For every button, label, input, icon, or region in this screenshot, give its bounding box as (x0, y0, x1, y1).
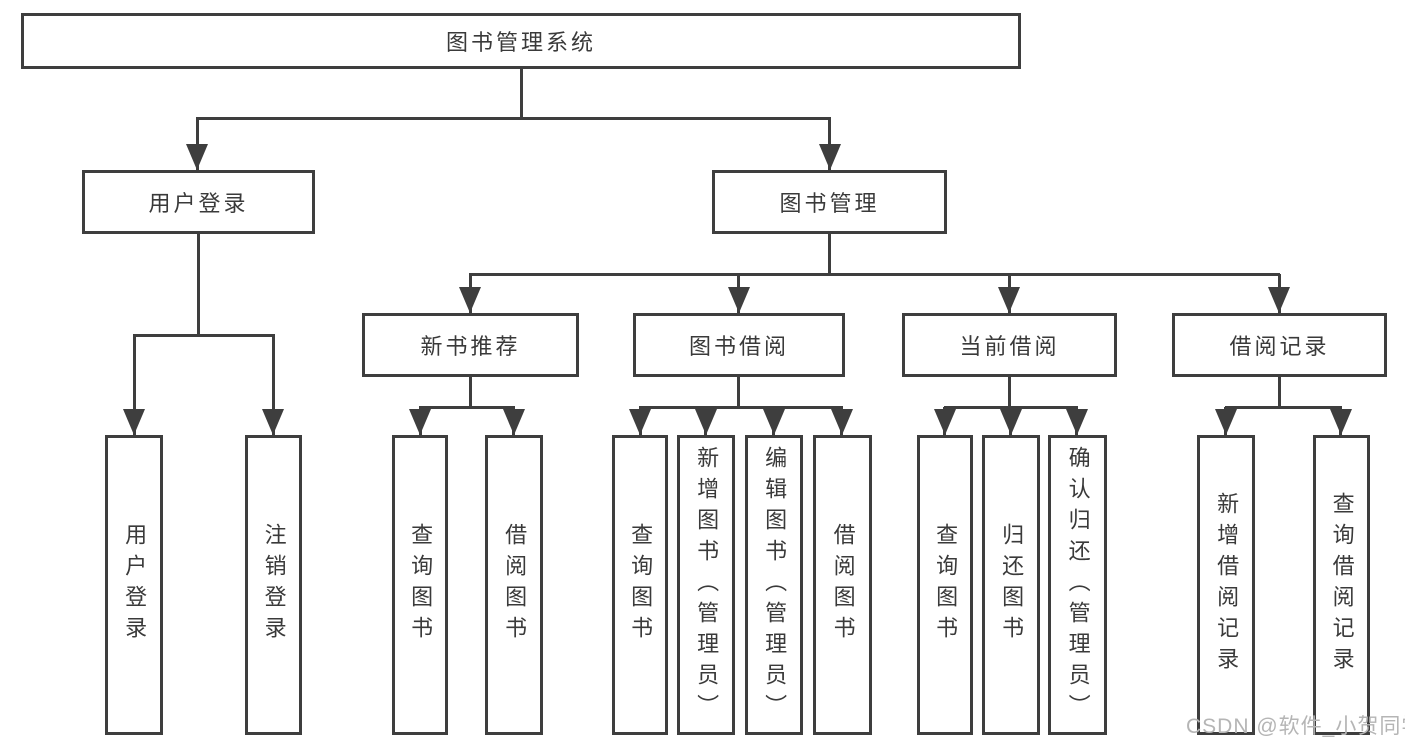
leaf-label: 归还图书 (999, 523, 1025, 647)
leaf-label: 新增借阅记录 (1214, 492, 1240, 678)
leaf-edit-book-admin: 编辑图书（管理员） (745, 435, 803, 735)
connector-line (197, 234, 200, 336)
leaf-query-books: 查询图书 (392, 435, 448, 735)
connector-line (1008, 377, 1011, 407)
arrow-down-icon (831, 409, 853, 435)
leaf-query-books: 查询图书 (612, 435, 668, 735)
arrow-down-icon (629, 409, 651, 435)
arrow-down-icon (262, 409, 284, 435)
arrow-down-icon (763, 409, 785, 435)
connector-line (133, 334, 275, 337)
csdn-watermark: CSDN @软件_小贺同学 (1186, 715, 1405, 738)
node-library-system: 图书管理系统 (21, 13, 1021, 69)
leaf-query-books: 查询图书 (917, 435, 973, 735)
leaf-logout: 注销登录 (245, 435, 302, 735)
leaf-borrow-books: 借阅图书 (485, 435, 543, 735)
arrow-down-icon (1066, 409, 1088, 435)
arrow-down-icon (934, 409, 956, 435)
leaf-return-book: 归还图书 (982, 435, 1040, 735)
connector-line (1278, 377, 1281, 407)
arrow-down-icon (1330, 409, 1352, 435)
leaf-label: 新增图书（管理员） (694, 445, 720, 725)
leaf-label: 查询图书 (933, 523, 959, 647)
leaf-confirm-return-admin: 确认归还（管理员） (1048, 435, 1107, 735)
connector-line (272, 335, 275, 435)
leaf-label: 编辑图书（管理员） (762, 445, 788, 725)
arrow-down-icon (459, 287, 481, 313)
leaf-label: 确认归还（管理员） (1065, 445, 1091, 725)
leaf-add-book-admin: 新增图书（管理员） (677, 435, 735, 735)
node-user-login: 用户登录 (82, 170, 315, 234)
arrow-down-icon (503, 409, 525, 435)
arrow-down-icon (819, 144, 841, 170)
node-book-management: 图书管理 (712, 170, 947, 234)
connector-line (469, 377, 472, 407)
connector-line (520, 69, 523, 118)
connector-line (196, 117, 831, 120)
node-new-book-recommend: 新书推荐 (362, 313, 579, 377)
leaf-label: 查询借阅记录 (1329, 492, 1355, 678)
leaf-add-borrow-record: 新增借阅记录 (1197, 435, 1255, 735)
arrow-down-icon (998, 287, 1020, 313)
arrow-down-icon (1215, 409, 1237, 435)
connector-line (1225, 406, 1342, 409)
leaf-borrow-books: 借阅图书 (813, 435, 872, 735)
connector-line (133, 335, 136, 435)
connector-line (737, 377, 740, 407)
node-current-borrow: 当前借阅 (902, 313, 1117, 377)
leaf-label: 借阅图书 (830, 523, 856, 647)
arrow-down-icon (728, 287, 750, 313)
arrow-down-icon (186, 144, 208, 170)
node-borrow-records: 借阅记录 (1172, 313, 1387, 377)
leaf-user-login: 用户登录 (105, 435, 163, 735)
leaf-query-borrow-record: 查询借阅记录 (1313, 435, 1370, 735)
leaf-label: 查询图书 (408, 523, 434, 647)
arrow-down-icon (695, 409, 717, 435)
leaf-label: 用户登录 (122, 523, 148, 647)
leaf-label: 借阅图书 (502, 523, 528, 647)
leaf-label: 注销登录 (261, 523, 287, 647)
arrow-down-icon (1268, 287, 1290, 313)
leaf-label: 查询图书 (628, 523, 654, 647)
connector-line (639, 406, 843, 409)
arrow-down-icon (1000, 409, 1022, 435)
connector-line (469, 273, 1280, 276)
node-book-borrow: 图书借阅 (633, 313, 845, 377)
arrow-down-icon (123, 409, 145, 435)
connector-line (828, 234, 831, 275)
arrow-down-icon (409, 409, 431, 435)
connector-line (419, 406, 515, 409)
